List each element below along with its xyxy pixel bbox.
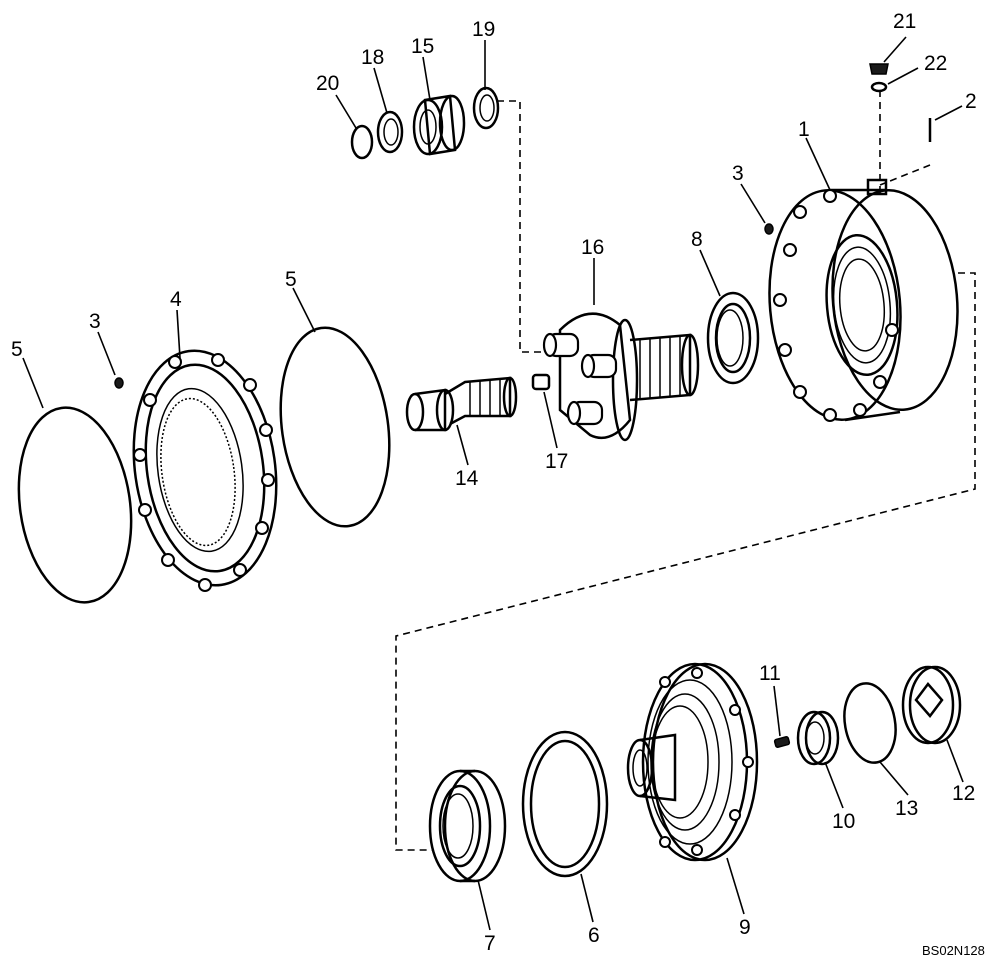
part-12-cover bbox=[901, 665, 962, 745]
part-1-housing bbox=[768, 178, 959, 422]
assembly-dashed-lines bbox=[395, 90, 976, 851]
part-11-pin bbox=[773, 736, 791, 748]
callout-1: 1 bbox=[798, 118, 810, 141]
part-22-washer bbox=[870, 81, 888, 93]
part-6-seal-ring bbox=[521, 730, 609, 878]
drawing-code: BS02N128 bbox=[922, 943, 985, 958]
part-8-seal bbox=[706, 291, 760, 385]
callout-11: 11 bbox=[759, 662, 781, 685]
part-5-oring-left bbox=[17, 406, 133, 604]
callout-4: 4 bbox=[170, 288, 182, 311]
callout-5-center: 5 bbox=[285, 268, 297, 291]
part-21-plug bbox=[869, 63, 889, 75]
part-3-pin-right bbox=[764, 223, 774, 235]
callout-14: 14 bbox=[455, 467, 479, 490]
callout-3-right: 3 bbox=[732, 162, 744, 185]
callout-19: 19 bbox=[472, 18, 495, 41]
callout-16: 16 bbox=[581, 236, 604, 259]
callout-10: 10 bbox=[832, 810, 855, 833]
callout-6: 6 bbox=[588, 924, 600, 947]
part-17-pin bbox=[531, 373, 551, 391]
callout-2: 2 bbox=[965, 90, 977, 113]
part-15-sun-gear bbox=[412, 94, 466, 156]
part-20-snap-ring bbox=[350, 124, 374, 160]
part-10-bearing-small bbox=[796, 710, 840, 766]
part-19-bearing bbox=[472, 86, 500, 130]
callout-8: 8 bbox=[691, 228, 703, 251]
callout-20: 20 bbox=[316, 72, 339, 95]
callout-12: 12 bbox=[952, 782, 975, 805]
part-5-oring-center bbox=[279, 326, 391, 528]
callout-labels: 21 22 2 1 3 8 16 20 18 15 19 3 4 5 5 14 … bbox=[11, 10, 977, 955]
callout-21: 21 bbox=[893, 10, 916, 33]
part-7-bearing bbox=[428, 769, 507, 883]
callout-15: 15 bbox=[411, 35, 434, 58]
callout-3-left: 3 bbox=[89, 310, 101, 333]
part-14-input-shaft bbox=[405, 376, 518, 432]
callout-17: 17 bbox=[545, 450, 568, 473]
part-13-oring bbox=[843, 682, 897, 764]
callout-5-left: 5 bbox=[11, 338, 23, 361]
callout-9: 9 bbox=[739, 916, 751, 939]
part-9-hub bbox=[626, 662, 759, 862]
part-3-pin-left bbox=[114, 377, 124, 389]
part-16-planet-carrier bbox=[542, 312, 700, 442]
part-4-ring-gear bbox=[132, 349, 278, 592]
leader-lines bbox=[22, 36, 964, 931]
callout-7: 7 bbox=[484, 932, 496, 955]
part-18-washer bbox=[376, 110, 404, 154]
callout-13: 13 bbox=[895, 797, 918, 820]
callout-22: 22 bbox=[924, 52, 947, 75]
callout-18: 18 bbox=[361, 46, 384, 69]
